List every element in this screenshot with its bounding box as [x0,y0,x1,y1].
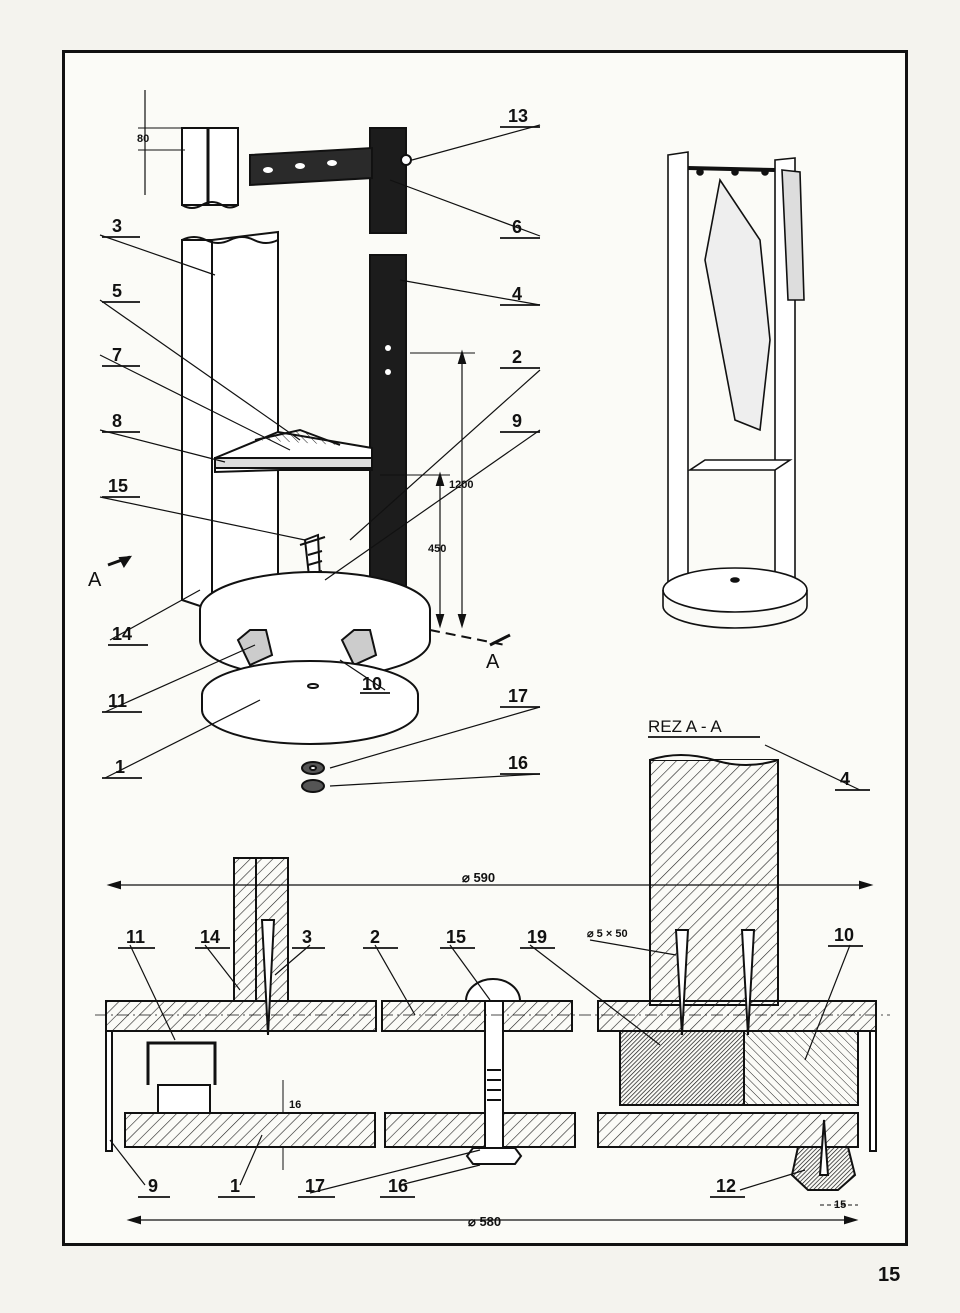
callout-2: 2 [512,347,522,367]
bottom-callout-15: 15 [446,927,466,947]
callout-17: 17 [508,686,528,706]
bottom-callout-10: 10 [834,925,854,945]
callout-1: 1 [115,757,125,777]
bottom-callout-9: 9 [148,1176,158,1196]
page-number: 15 [878,1264,901,1286]
dim-450: 450 [428,543,446,555]
isometric-view [99,90,541,793]
section-label: REZ A - A [648,717,722,736]
section-a-a [648,736,870,1006]
callout-7: 7 [112,345,122,365]
callout-8: 8 [112,411,122,431]
bottom-callout-3: 3 [302,927,312,947]
callout-10: 10 [362,674,382,694]
callout-9: 9 [512,411,522,431]
dim-80: 80 [137,133,149,145]
section-callout-4: 4 [840,769,850,789]
bottom-callout-11: 11 [126,927,145,947]
callout-4: 4 [512,284,522,304]
callout-3: 3 [112,216,122,236]
callout-6: 6 [512,217,522,237]
bottom-callout-17: 17 [305,1176,325,1196]
coat-stand-perspective [662,151,808,629]
bottom-callout-19: 19 [527,927,547,947]
bottom-callout-2: 2 [370,927,380,947]
bottom-callout-16: 16 [388,1176,408,1196]
dim-16: 16 [289,1099,301,1111]
dim-screw: ⌀ 5 × 50 [587,928,628,940]
callout-16: 16 [508,753,528,773]
section-mark-a-left: A [88,569,102,591]
dim-15: 15 [834,1199,846,1211]
section-mark-a-right: A [486,651,500,673]
callout-13: 13 [508,106,528,126]
bottom-callout-12: 12 [716,1176,736,1196]
dim-580: ⌀ 580 [468,1214,501,1229]
callout-15: 15 [108,476,128,496]
dim-1200: 1200 [449,479,473,491]
bottom-callout-1: 1 [230,1176,240,1196]
bottom-callout-14: 14 [200,927,220,947]
callout-11: 11 [108,691,127,711]
lower-section-view [95,857,890,1225]
callout-14: 14 [112,624,132,644]
dim-590: ⌀ 590 [462,870,495,885]
callout-5: 5 [112,281,122,301]
